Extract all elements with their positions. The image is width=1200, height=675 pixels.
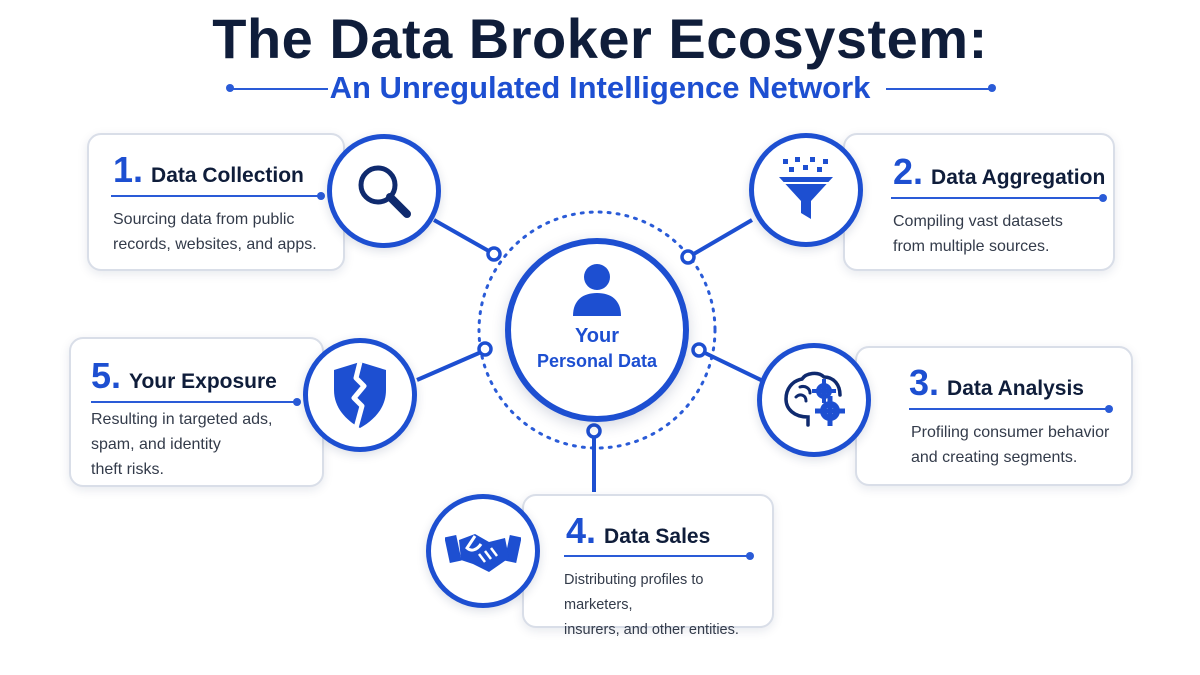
description-line: spam, and identity bbox=[91, 436, 221, 453]
step-card-sales: 4. Data Sales Distributing profiles to m… bbox=[522, 494, 774, 638]
description-line: records, websites, and apps. bbox=[113, 236, 317, 253]
connector-analysis bbox=[702, 350, 766, 384]
junction-dot bbox=[586, 423, 602, 439]
magnifier-icon bbox=[358, 165, 411, 218]
step-number: 5. bbox=[91, 355, 122, 396]
step-title: Your Exposure bbox=[129, 370, 277, 393]
step-description: Distributing profiles to marketers, insu… bbox=[564, 568, 772, 643]
subtitle-left-dot bbox=[226, 84, 234, 92]
junction-dot bbox=[691, 342, 707, 358]
hub-label-line1: Your bbox=[574, 325, 620, 347]
step-card-exposure: 5. Your Exposure Resulting in targeted a… bbox=[69, 337, 324, 487]
description-line: Resulting in targeted ads, bbox=[91, 411, 273, 428]
broken-shield-icon bbox=[334, 361, 386, 429]
connector-collection bbox=[433, 218, 495, 256]
step-heading: 2. Data Aggregation bbox=[893, 151, 1105, 193]
hub-personal-data: Your Personal Data bbox=[505, 238, 689, 422]
description-line: and creating segments. bbox=[911, 449, 1078, 466]
step-heading: 4. Data Sales bbox=[566, 510, 710, 552]
step-description: Profiling consumer behavior and creating… bbox=[911, 420, 1109, 470]
handshake-icon bbox=[445, 534, 521, 572]
description-line: Compiling vast datasets bbox=[893, 213, 1063, 230]
step-rule bbox=[91, 398, 301, 406]
step-title: Data Sales bbox=[604, 525, 711, 548]
description-line: from multiple sources. bbox=[893, 238, 1050, 255]
step-rule bbox=[909, 405, 1113, 413]
step-title: Data Aggregation bbox=[931, 166, 1106, 189]
brain-gears-icon bbox=[784, 371, 845, 427]
junction-dot bbox=[486, 246, 502, 262]
subtitle: An Unregulated Intelligence Network bbox=[329, 70, 871, 105]
step-description: Sourcing data from public records, websi… bbox=[113, 207, 317, 257]
person-icon bbox=[573, 264, 621, 316]
step-card-aggregation: 2. Data Aggregation Compiling vast datas… bbox=[843, 133, 1115, 271]
subtitle-right-dot bbox=[988, 84, 996, 92]
node-collection bbox=[327, 134, 441, 248]
step-heading: 5. Your Exposure bbox=[91, 355, 277, 397]
step-card-analysis: 3. Data Analysis Profiling consumer beha… bbox=[855, 346, 1133, 486]
hub-label: Your Personal Data bbox=[511, 324, 683, 374]
step-card-collection: 1. Data Collection Sourcing data from pu… bbox=[87, 133, 345, 271]
step-description: Compiling vast datasets from multiple so… bbox=[893, 209, 1063, 259]
description-line: Distributing profiles to marketers, bbox=[564, 572, 704, 613]
subtitle-right-rule bbox=[886, 88, 992, 90]
description-line: Sourcing data from public bbox=[113, 211, 295, 228]
description-line: insurers, and other entities. bbox=[564, 622, 739, 638]
junction-dot bbox=[477, 341, 493, 357]
step-title: Data Collection bbox=[151, 164, 304, 187]
connector-exposure bbox=[416, 351, 480, 382]
node-exposure bbox=[303, 338, 417, 452]
funnel-icon bbox=[779, 157, 833, 219]
step-number: 1. bbox=[113, 149, 144, 190]
hub-label-line2: Personal Data bbox=[536, 351, 658, 371]
step-heading: 3. Data Analysis bbox=[909, 362, 1084, 404]
step-rule bbox=[111, 192, 325, 200]
step-number: 4. bbox=[566, 510, 597, 551]
step-description: Resulting in targeted ads, spam, and ide… bbox=[91, 407, 272, 482]
step-rule bbox=[564, 552, 754, 560]
description-line: theft risks. bbox=[91, 461, 164, 478]
step-rule bbox=[891, 194, 1107, 202]
subtitle-left-rule bbox=[232, 88, 328, 90]
node-sales bbox=[426, 494, 540, 608]
junction-dot bbox=[680, 249, 696, 265]
step-number: 3. bbox=[909, 362, 940, 403]
node-analysis bbox=[757, 343, 871, 457]
hub-dotted-ring bbox=[477, 210, 717, 450]
node-aggregation bbox=[749, 133, 863, 247]
connector-aggregation bbox=[690, 218, 754, 257]
page-title: The Data Broker Ecosystem: bbox=[212, 7, 988, 70]
step-title: Data Analysis bbox=[947, 377, 1084, 400]
description-line: Profiling consumer behavior bbox=[911, 424, 1110, 441]
step-number: 2. bbox=[893, 151, 924, 192]
subtitle-row: An Unregulated Intelligence Network bbox=[0, 68, 1200, 108]
step-heading: 1. Data Collection bbox=[113, 149, 304, 191]
